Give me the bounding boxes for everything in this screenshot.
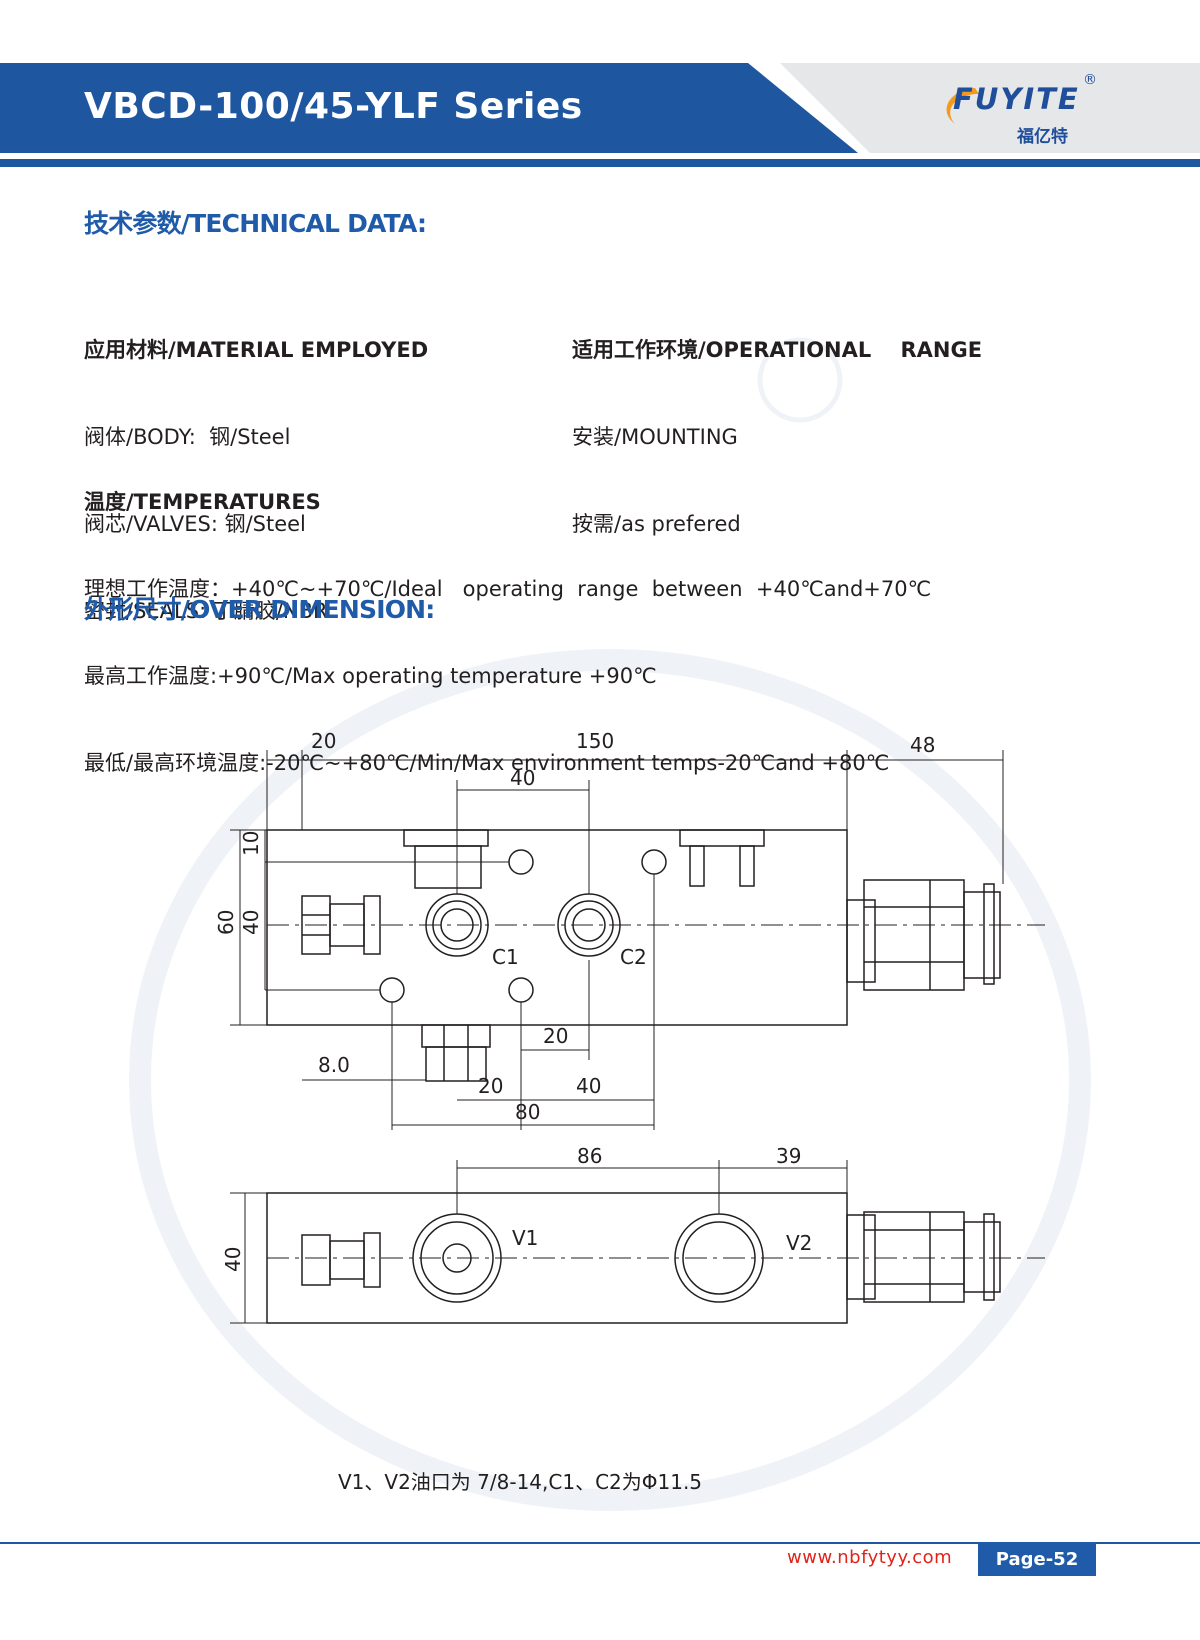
port-label-v1: V1 [512, 1226, 538, 1250]
valve-body-front [266, 829, 848, 1026]
logo-wordmark: FUYITE [953, 82, 1080, 116]
material-heading: 应用材料/MATERIAL EMPLOYED [84, 338, 429, 362]
temperature-line: 最低/最高环境温度:-20℃~+80℃/Min/Max environment … [84, 751, 890, 775]
page-number-badge: Page-52 [978, 1542, 1096, 1576]
dim-label: 10 [239, 831, 263, 856]
material-line: 密封/SEALS: 丁腈胶/NBR [84, 599, 328, 623]
port-label-c1: C1 [492, 945, 519, 969]
dim-label: 8.0 [318, 1053, 350, 1077]
technical-data-title: 技术参数/TECHNICAL DATA: [84, 209, 427, 238]
dim-label: 20 [543, 1024, 568, 1048]
dim-label: 40 [576, 1074, 601, 1098]
dim-label: 39 [776, 1144, 801, 1168]
page-title: VBCD-100/45-YLF Series [84, 86, 583, 127]
operational-block: 适用工作环境/OPERATIONAL RANGE 安装/MOUNTING 按需/… [572, 278, 982, 568]
temperatures-heading: 温度/TEMPERATURES [84, 490, 321, 514]
header-band [0, 63, 1200, 167]
logo-chinese: 福亿特 [1017, 127, 1068, 147]
temperature-line: 理想工作温度：+40℃~+70℃/Ideal operating range b… [84, 577, 932, 601]
material-line: 阀体/BODY: 钢/Steel [84, 425, 291, 449]
dim-label: 40 [510, 766, 535, 790]
material-block: 应用材料/MATERIAL EMPLOYED 阀体/BODY: 钢/Steel … [84, 278, 428, 655]
operational-line: 按需/as prefered [572, 512, 741, 536]
port-note: V1、V2油口为 7/8-14,C1、C2为Φ11.5 [338, 1470, 703, 1494]
over-dimension-title: 外形尺寸/OVER DIMENSION: [84, 595, 435, 624]
brand-logo: FUYITE ® 福亿特 [935, 70, 1115, 150]
dim-label: 150 [576, 729, 614, 753]
dim-label: 20 [311, 729, 336, 753]
dim-label: 40 [239, 910, 263, 935]
registered-mark: ® [1083, 72, 1097, 88]
footer-url[interactable]: www.nbfytyy.com [787, 1547, 953, 1568]
dim-label: 48 [910, 733, 935, 757]
dim-label: 80 [515, 1100, 540, 1124]
dim-label: 86 [577, 1144, 602, 1168]
logo-swoosh-icon [946, 88, 979, 124]
port-label-c2: C2 [620, 945, 647, 969]
footer-rule [0, 1542, 1200, 1544]
material-line: 阀芯/VALVES: 钢/Steel [84, 512, 306, 536]
port-label-v2: V2 [786, 1231, 812, 1255]
dim-label: 40 [221, 1247, 245, 1272]
operational-line: 安装/MOUNTING [572, 425, 738, 449]
temperatures-block: 温度/TEMPERATURES 理想工作温度：+40℃~+70℃/Ideal o… [84, 430, 931, 807]
dim-label: 60 [214, 910, 238, 935]
temperature-line: 最高工作温度:+90℃/Max operating temperature +9… [84, 664, 657, 688]
operational-heading: 适用工作环境/OPERATIONAL RANGE [572, 338, 983, 362]
dim-label: 20 [478, 1074, 503, 1098]
